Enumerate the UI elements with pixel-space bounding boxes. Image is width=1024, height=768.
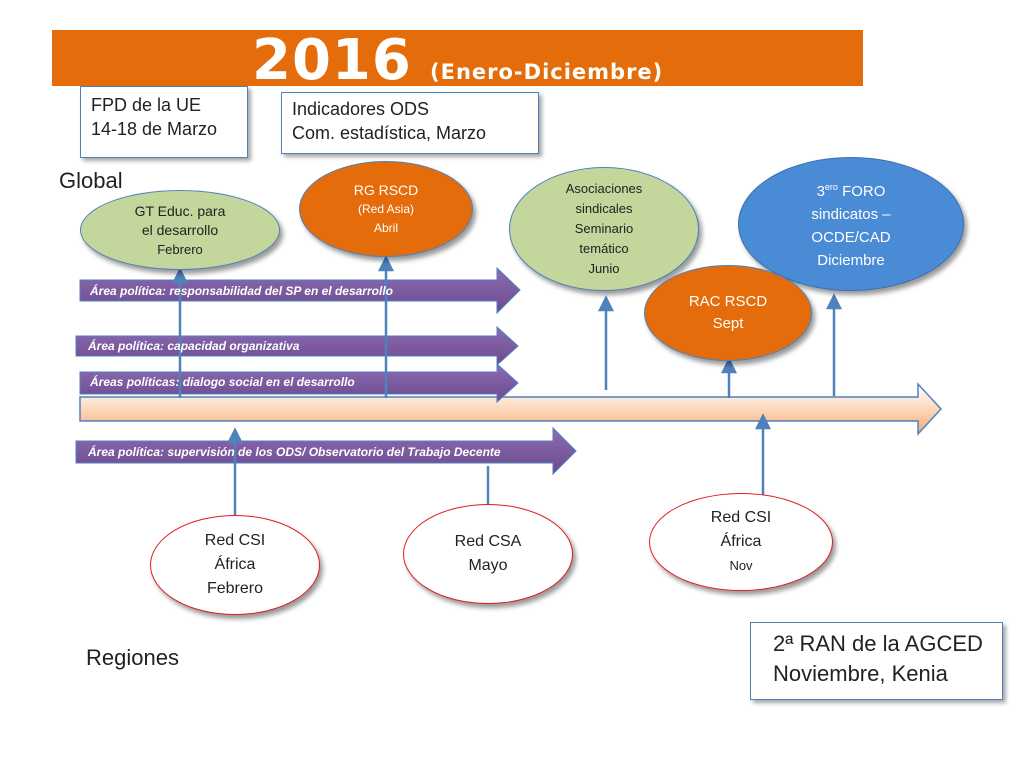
asociaciones-event: Asociaciones sindicales Seminario temáti… xyxy=(509,167,699,291)
global-label: Global xyxy=(59,168,123,193)
asoc-line-2: sindicales xyxy=(575,201,633,216)
title-year: 2016 xyxy=(252,28,412,93)
red-csa-event: Red CSA Mayo xyxy=(403,504,573,604)
rac-line-1: RAC RSCD xyxy=(688,293,768,310)
foro-line-3: OCDE/CAD xyxy=(811,229,891,246)
gt-line-1: GT Educ. para xyxy=(134,202,226,219)
policy-area-2: Área política: capacidad organizativa xyxy=(88,339,300,353)
rg-rscd-event: RG RSCD (Red Asia) Abril xyxy=(299,161,473,257)
foro-line-4: Diciembre xyxy=(817,252,885,269)
rac-rscd-event: RAC RSCD Sept xyxy=(644,265,812,361)
ods-box: Indicadores ODS Com. estadística, Marzo xyxy=(281,92,539,154)
policy-area-1: Área política: responsabilidad del SP en… xyxy=(90,284,393,298)
policy-arrow-2 xyxy=(75,325,519,367)
rg-line-3: Abril xyxy=(373,220,398,235)
ods-line-2: Com. estadística, Marzo xyxy=(292,123,487,143)
policy-arrow-1 xyxy=(79,266,521,315)
timeline-arrow xyxy=(79,382,943,436)
rg-line-2: (Red Asia) xyxy=(357,201,415,216)
csi-nov-line-1: Red CSI xyxy=(710,509,772,526)
title-range: (Enero-Diciembre) xyxy=(430,60,664,84)
red-csi-africa-nov-event: Red CSI África Nov xyxy=(649,493,833,591)
fpd-line-2: 14-18 de Marzo xyxy=(91,119,218,139)
foro-line-1: 3ero FORO xyxy=(816,182,886,200)
red-csi-africa-feb-event: Red CSI África Febrero xyxy=(150,515,320,615)
rg-line-1: RG RSCD xyxy=(353,181,419,198)
csi-nov-line-2: África xyxy=(720,533,762,550)
ran-line-2: Noviembre, Kenia xyxy=(773,661,948,686)
ods-line-1: Indicadores ODS xyxy=(292,99,430,119)
fpd-line-1: FPD de la UE xyxy=(91,95,202,115)
csa-line-1: Red CSA xyxy=(454,533,522,550)
asoc-line-1: Asociaciones xyxy=(565,181,643,196)
csi-feb-line-2: África xyxy=(214,556,256,573)
foro-line-2: sindicatos – xyxy=(811,206,891,223)
asoc-line-5: Junio xyxy=(588,261,620,276)
csi-feb-line-1: Red CSI xyxy=(204,532,266,549)
asoc-line-4: temático xyxy=(579,241,629,256)
asoc-line-3: Seminario xyxy=(574,221,634,236)
csi-feb-line-3: Febrero xyxy=(206,580,264,597)
regiones-label: Regiones xyxy=(86,645,179,670)
csa-line-2: Mayo xyxy=(468,557,508,574)
ran-line-1: 2ª RAN de la AGCED xyxy=(773,631,983,656)
foro-event: 3ero FORO sindicatos – OCDE/CAD Diciembr… xyxy=(738,157,964,291)
policy-arrow-4 xyxy=(75,426,577,476)
gt-line-3: Febrero xyxy=(157,241,203,257)
policy-area-4: Área política: supervisión de los ODS/ O… xyxy=(88,445,501,459)
fpd-box: FPD de la UE 14-18 de Marzo xyxy=(80,86,248,158)
policy-area-3: Áreas políticas: dialogo social en el de… xyxy=(90,375,355,389)
policy-arrow-3 xyxy=(79,362,519,404)
csi-nov-line-3: Nov xyxy=(729,558,753,573)
rac-line-2: Sept xyxy=(712,315,744,332)
ran-box: 2ª RAN de la AGCED Noviembre, Kenia xyxy=(750,622,1003,700)
gt-line-2: el desarrollo xyxy=(141,221,219,238)
title-bar: 2016 (Enero-Diciembre) xyxy=(52,30,863,90)
gt-educ-event: GT Educ. para el desarrollo Febrero xyxy=(80,190,280,270)
